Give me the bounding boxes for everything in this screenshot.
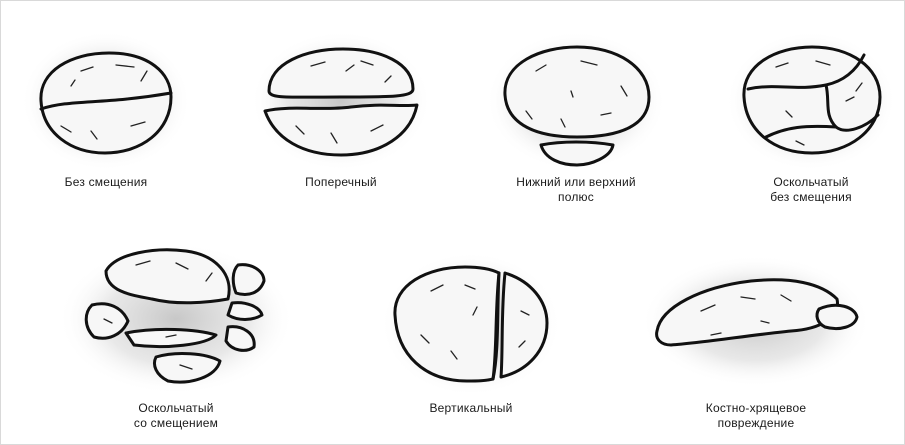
figure-vertical: Вертикальный [381,251,561,416]
patella-transverse-illustration [251,31,431,171]
figure-pole: Нижний или верхний полюс [481,31,671,205]
figure-comminuted-no-displacement: Оскольчатый без смещения [726,31,896,205]
patella-comminuted-no-displacement-illustration [726,31,896,171]
caption-osteochondral: Костно-хрящевое повреждение [706,401,807,431]
figure-osteochondral: Костно-хрящевое повреждение [641,251,871,431]
patella-no-displacement-illustration [21,31,191,171]
figure-transverse: Поперечный [251,31,431,190]
caption-pole: Нижний или верхний полюс [516,175,636,205]
caption-transverse: Поперечный [305,175,377,190]
caption-vertical: Вертикальный [429,401,512,416]
figure-no-displacement: Без смещения [21,31,191,190]
figure-comminuted-displaced: Оскольчатый со смещением [56,241,296,431]
caption-comminuted-displaced: Оскольчатый со смещением [134,401,218,431]
patella-vertical-illustration [381,251,561,397]
caption-comminuted-no-displacement: Оскольчатый без смещения [770,175,852,205]
caption-no-displacement: Без смещения [65,175,148,190]
patella-osteochondral-illustration [641,251,871,397]
patella-pole-illustration [481,31,671,171]
patella-comminuted-displaced-illustration [56,241,296,397]
